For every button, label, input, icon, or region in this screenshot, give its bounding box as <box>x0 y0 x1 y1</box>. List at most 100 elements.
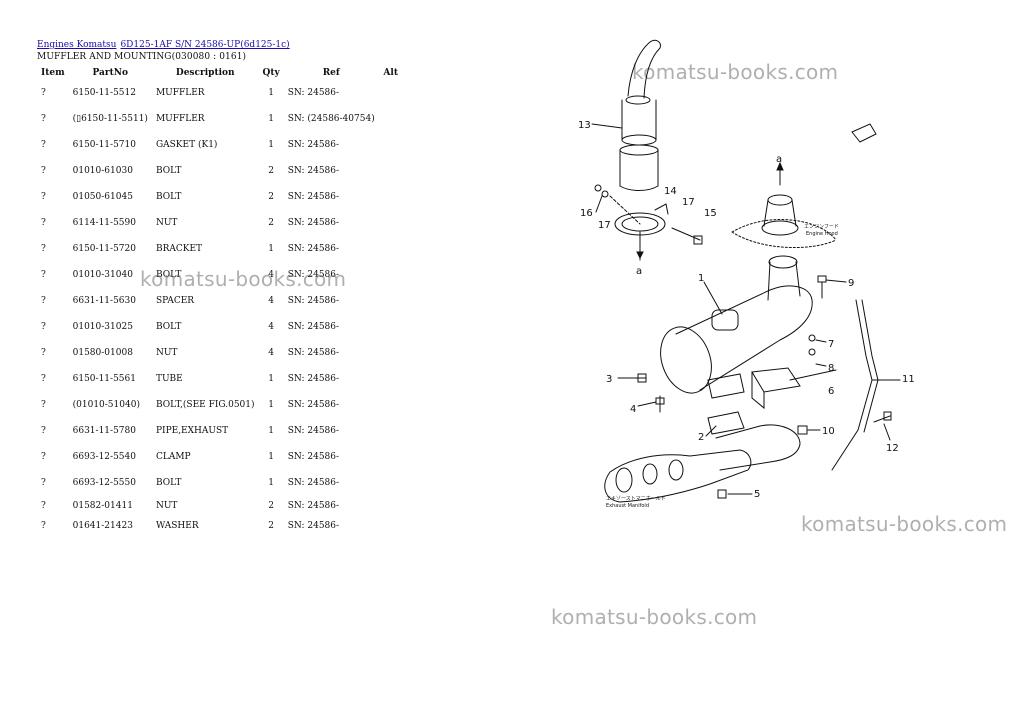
muffler-body <box>675 285 813 391</box>
cell-ref: SN: 24586- <box>287 166 340 176</box>
cell-alt <box>379 288 403 314</box>
tail-pipe-elbow <box>627 39 661 99</box>
callout-8: 8 <box>828 363 834 374</box>
cell-alt <box>379 496 403 516</box>
cell-qty: 4 <box>268 322 275 332</box>
callout-13: 13 <box>578 120 591 131</box>
cell-partno: 01582-01411 <box>72 501 133 511</box>
cell-item: ? <box>41 348 46 358</box>
cell-alt <box>379 106 403 132</box>
cell-alt <box>379 80 403 106</box>
callout-a-bottom: a <box>636 266 642 277</box>
callout-12: 12 <box>886 443 899 454</box>
cell-qty: 1 <box>268 88 275 98</box>
cell-qty: 4 <box>268 296 275 306</box>
cell-description: BRACKET <box>155 244 203 254</box>
breadcrumb-link-engines[interactable]: Engines Komatsu <box>37 40 117 50</box>
cell-description: PIPE,EXHAUST <box>155 426 229 436</box>
cell-item: ? <box>41 192 46 202</box>
cell-qty: 1 <box>268 374 275 384</box>
cell-partno: 6150-11-5512 <box>72 88 136 98</box>
cell-qty: 1 <box>268 478 275 488</box>
cell-ref: SN: 24586- <box>287 478 340 488</box>
cell-ref: SN: 24586- <box>287 348 340 358</box>
cell-description: MUFFLER <box>155 88 205 98</box>
callout-4: 4 <box>630 404 636 415</box>
watermark: komatsu-books.com <box>801 512 1008 536</box>
header-item: Item <box>41 67 65 78</box>
breadcrumb-link-model[interactable]: 6D125-1AF S/N 24586-UP(6d125-1c) <box>120 40 290 50</box>
cell-description: TUBE <box>155 374 183 384</box>
page-title: MUFFLER AND MOUNTING(030080 : 0161) <box>37 52 247 62</box>
cell-partno: 01010-31025 <box>72 322 133 332</box>
cell-alt <box>379 340 403 366</box>
header-description: Description <box>175 67 235 78</box>
cell-item: ? <box>41 374 46 384</box>
cell-item: ? <box>41 270 46 280</box>
watermark: komatsu-books.com <box>140 267 347 291</box>
cell-alt <box>379 236 403 262</box>
cell-description: CLAMP <box>155 452 191 462</box>
cell-description: MUFFLER <box>155 114 205 124</box>
cell-item: ? <box>41 501 46 511</box>
cell-item: ? <box>41 140 46 150</box>
cell-alt <box>379 314 403 340</box>
table-header-row: Item PartNo Description Qty Ref Alt <box>37 65 403 80</box>
callout-15: 15 <box>704 208 717 219</box>
callout-5: 5 <box>754 489 760 500</box>
manifold-label-en: Exhaust Manifold <box>606 503 649 509</box>
cell-partno: 6631-11-5630 <box>72 296 136 306</box>
cell-alt <box>379 262 403 288</box>
callout-17b: 17 <box>598 220 611 231</box>
cell-description: BOLT <box>155 322 182 332</box>
cell-partno: 6631-11-5780 <box>72 426 136 436</box>
cell-description: SPACER <box>155 296 195 306</box>
cell-ref: SN: 24586- <box>287 140 340 150</box>
cell-item: ? <box>41 296 46 306</box>
lower-tube <box>619 149 659 187</box>
cell-partno: 6693-12-5540 <box>72 452 136 462</box>
callout-11: 11 <box>902 374 915 385</box>
cell-description: BOLT <box>155 192 182 202</box>
cell-alt <box>379 392 403 418</box>
cell-alt <box>379 366 403 392</box>
cell-partno: 6114-11-5590 <box>72 218 136 228</box>
cell-ref: SN: 24586- <box>287 501 340 511</box>
cell-alt <box>379 418 403 444</box>
cell-item: ? <box>41 521 46 531</box>
cell-qty: 2 <box>268 521 275 531</box>
cell-partno: 6150-11-5720 <box>72 244 136 254</box>
cell-ref: SN: 24586- <box>287 322 340 332</box>
cell-ref: SN: 24586- <box>287 244 340 254</box>
cell-qty: 2 <box>268 501 275 511</box>
bracket-clip <box>851 123 877 143</box>
callout-a-top: a <box>776 154 782 165</box>
cell-item: ? <box>41 452 46 462</box>
callout-3: 3 <box>606 374 612 385</box>
cell-partno: (01010-51040) <box>72 400 140 410</box>
cell-partno: 01010-61030 <box>72 166 133 176</box>
cell-ref: SN: 24586- <box>287 426 340 436</box>
cell-alt <box>379 444 403 470</box>
cell-qty: 4 <box>268 348 275 358</box>
callout-1: 1 <box>698 273 704 284</box>
cell-partno: 01641-21423 <box>72 521 133 531</box>
cell-partno: (▯6150-11-5511) <box>72 114 148 124</box>
cell-partno: 01010-31040 <box>72 270 133 280</box>
cell-qty: 2 <box>268 218 275 228</box>
callout-16: 16 <box>580 208 593 219</box>
cell-qty: 1 <box>268 400 275 410</box>
cell-partno: 6693-12-5550 <box>72 478 136 488</box>
